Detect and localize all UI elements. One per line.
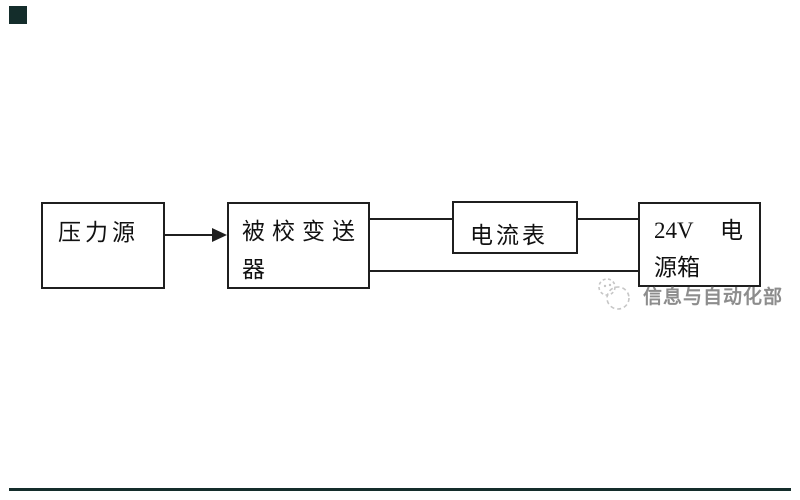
node-transmitter-label-line2: 器	[242, 257, 265, 282]
arrowhead-icon	[212, 228, 227, 242]
watermark-text: 信息与自动化部	[643, 287, 784, 308]
bottom-border-line	[9, 488, 791, 491]
node-power-box-voltage: 24V	[654, 218, 694, 243]
node-ammeter: 电流表	[452, 201, 578, 254]
node-transmitter-label-line1: 被校变送	[242, 219, 362, 244]
wire-ammeter-to-power-box	[578, 218, 638, 220]
top-left-marker	[9, 6, 27, 24]
node-transmitter: 被校变送 器	[227, 202, 370, 289]
node-pressure-source: 压力源	[41, 202, 165, 289]
wire-transmitter-to-ammeter	[370, 218, 452, 220]
node-power-box-line2: 源箱	[654, 255, 700, 280]
node-ammeter-label: 电流表	[470, 223, 548, 248]
watermark-logo-icon	[598, 278, 630, 310]
node-power-box-line1-char: 电	[720, 218, 743, 243]
wire-transmitter-to-power-box	[370, 270, 638, 272]
arrow-line-pressure-to-transmitter	[165, 234, 213, 236]
node-power-box: 24V 电 源箱	[638, 202, 761, 287]
node-power-box-line1: 24V 电	[654, 212, 743, 249]
node-pressure-source-label: 压力源	[58, 220, 139, 245]
watermark: 信息与自动化部	[594, 276, 783, 312]
